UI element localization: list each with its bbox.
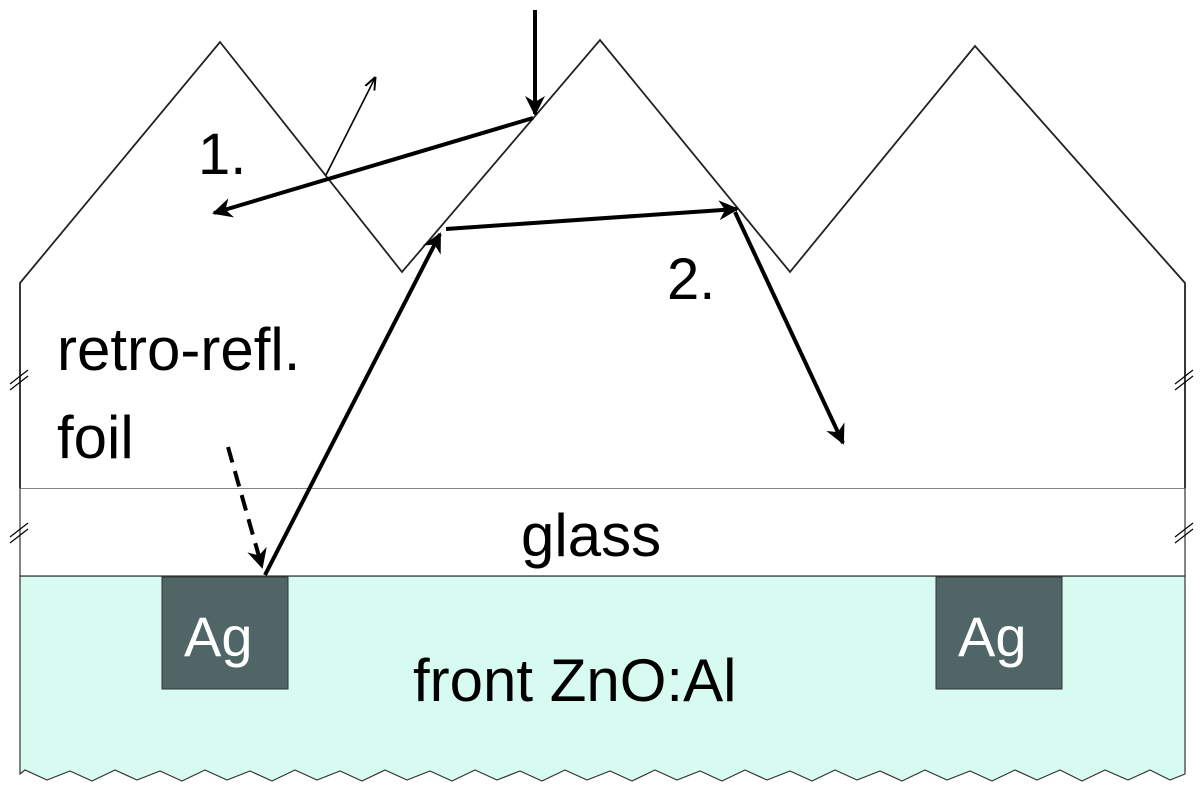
ray-2-up <box>263 232 442 576</box>
ray-1-reflection <box>212 116 534 218</box>
ray-2-down <box>733 211 845 445</box>
ray-dashed <box>226 446 267 569</box>
glass-label: glass <box>521 502 661 569</box>
ag-label-right: Ag <box>958 605 1027 668</box>
glass-layer <box>19 487 1186 577</box>
ag-label-left: Ag <box>184 605 253 668</box>
retro-reflective-foil <box>19 38 1186 488</box>
break-marks <box>9 369 1194 544</box>
ag-contact-left <box>161 576 289 690</box>
foil-label-line1: retro-refl. <box>57 316 300 383</box>
ray-2-label: 2. <box>667 247 715 312</box>
front-zno-layer <box>19 575 1186 782</box>
ray-1-label: 1. <box>198 122 246 187</box>
foil-label-line2: foil <box>57 404 134 471</box>
front-layer-label: front ZnO:Al <box>413 647 736 714</box>
ray-2-across <box>445 200 739 231</box>
ag-contact-right <box>935 576 1063 690</box>
ray-1-escape <box>325 78 375 176</box>
